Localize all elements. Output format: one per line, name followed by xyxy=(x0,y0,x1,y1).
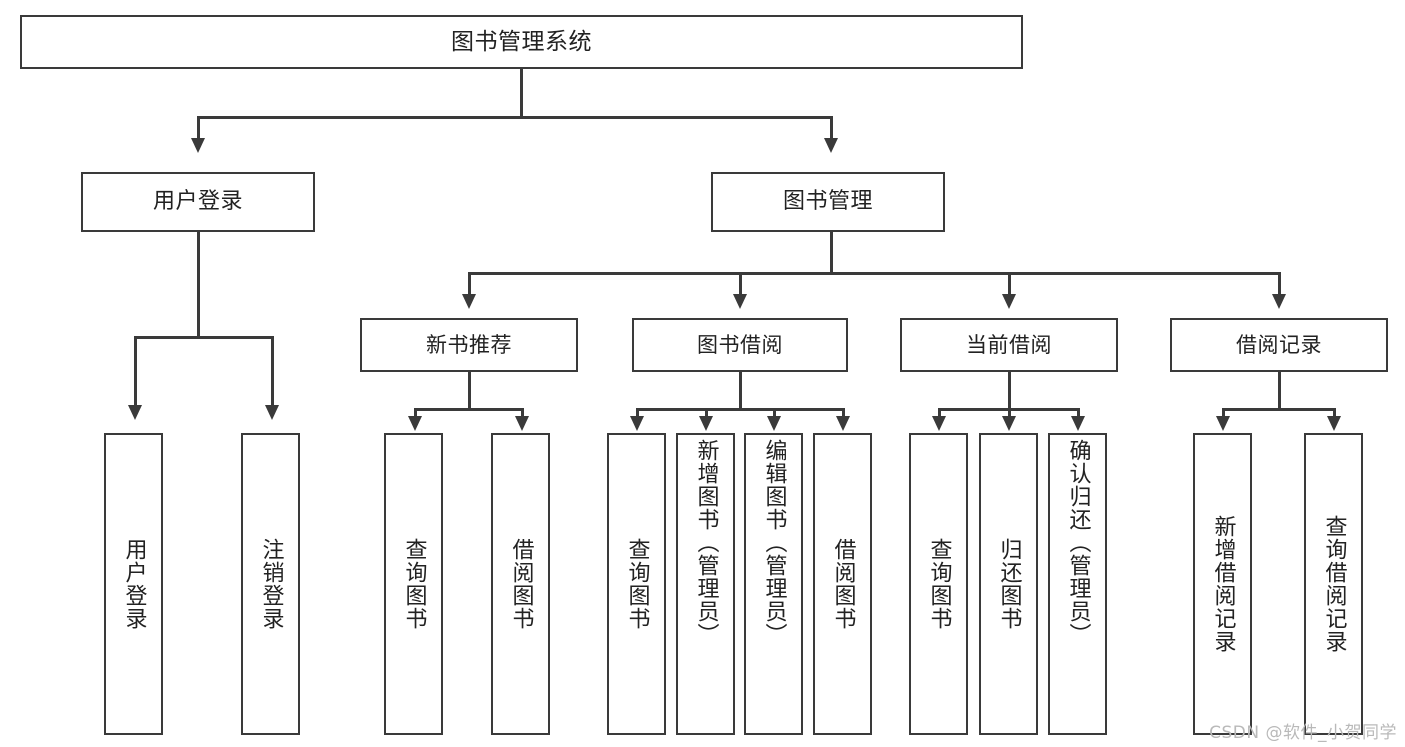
node-label: 查询图书 xyxy=(926,538,952,630)
node-book-manage[interactable]: 图书管理 xyxy=(711,172,945,232)
connector-user-login-to-leaf-2 xyxy=(271,336,274,408)
connector-borrow-record-to-leaf-2 xyxy=(1333,408,1336,420)
node-current-borrow[interactable]: 当前借阅 xyxy=(900,318,1118,372)
connector-current-borrow-to-leaf-3 xyxy=(1077,408,1080,420)
node-leaf-user-logout[interactable]: 注销登录 xyxy=(241,433,300,735)
connector-book-manage-to-cat-2 xyxy=(739,272,742,297)
node-label: 借阅记录 xyxy=(1236,332,1322,357)
node-leaf-borrow-book-2[interactable]: 借阅图书 xyxy=(813,433,872,735)
arrow-new-book-to-leaf-2 xyxy=(515,416,529,431)
node-leaf-confirm-return[interactable]: 确认归还（管理员） xyxy=(1048,433,1107,735)
arrow-current-borrow-to-leaf-2 xyxy=(1002,416,1016,431)
connector-borrow-record-bus xyxy=(1222,408,1336,411)
connector-new-book-to-leaf-2 xyxy=(521,408,524,420)
connector-book-borrow-bus xyxy=(636,408,844,411)
node-leaf-edit-book[interactable]: 编辑图书（管理员） xyxy=(744,433,803,735)
node-label: 借阅图书 xyxy=(508,538,534,630)
connector-book-manage-to-cat-1 xyxy=(468,272,471,297)
node-root-system[interactable]: 图书管理系统 xyxy=(20,15,1023,69)
node-label: 编辑图书（管理员） xyxy=(761,439,787,646)
connector-book-borrow-to-leaf-4 xyxy=(842,408,845,420)
arrow-borrow-record-to-leaf-1 xyxy=(1216,416,1230,431)
connector-book-borrow-to-leaf-2 xyxy=(705,408,708,420)
node-label: 新增借阅记录 xyxy=(1210,515,1236,653)
node-leaf-query-book-2[interactable]: 查询图书 xyxy=(607,433,666,735)
node-label: 图书借阅 xyxy=(697,332,783,357)
arrow-book-borrow-to-leaf-4 xyxy=(836,416,850,431)
connector-borrow-record-stem xyxy=(1278,372,1281,410)
connector-book-manage-to-cat-4 xyxy=(1278,272,1281,297)
node-label: 借阅图书 xyxy=(830,538,856,630)
node-label: 用户登录 xyxy=(152,189,243,215)
node-label: 用户登录 xyxy=(121,538,147,630)
arrow-user-login-to-leaf-2 xyxy=(265,405,279,420)
connector-book-borrow-to-leaf-1 xyxy=(636,408,639,420)
connector-current-borrow-to-leaf-2 xyxy=(1008,408,1011,420)
node-label: 查询图书 xyxy=(624,538,650,630)
connector-new-book-to-leaf-1 xyxy=(414,408,417,420)
node-leaf-add-book[interactable]: 新增图书（管理员） xyxy=(676,433,735,735)
connector-current-borrow-stem xyxy=(1008,372,1011,410)
connector-book-borrow-to-leaf-3 xyxy=(773,408,776,420)
watermark: CSDN @软件_小贺同学 xyxy=(1209,723,1397,743)
node-label: 图书管理 xyxy=(782,189,873,215)
arrow-book-manage-to-cat-4 xyxy=(1272,294,1286,309)
node-leaf-borrow-book-1[interactable]: 借阅图书 xyxy=(491,433,550,735)
connector-root-to-user-login xyxy=(197,116,200,141)
connector-new-book-bus xyxy=(414,408,524,411)
arrow-book-borrow-to-leaf-2 xyxy=(699,416,713,431)
arrow-book-manage-to-cat-2 xyxy=(733,294,747,309)
connector-user-login-stem xyxy=(197,232,200,338)
connector-book-manage-to-cat-3 xyxy=(1008,272,1011,297)
connector-new-book-stem xyxy=(468,372,471,410)
arrow-user-login-to-leaf-1 xyxy=(128,405,142,420)
arrow-book-borrow-to-leaf-3 xyxy=(767,416,781,431)
node-user-login[interactable]: 用户登录 xyxy=(81,172,315,232)
node-label: 查询借阅记录 xyxy=(1321,515,1347,653)
arrow-current-borrow-to-leaf-3 xyxy=(1071,416,1085,431)
arrow-borrow-record-to-leaf-2 xyxy=(1327,416,1341,431)
node-leaf-add-record[interactable]: 新增借阅记录 xyxy=(1193,433,1252,735)
node-label: 新书推荐 xyxy=(426,332,512,357)
node-label: 归还图书 xyxy=(996,538,1022,630)
node-label: 当前借阅 xyxy=(966,332,1052,357)
node-label: 查询图书 xyxy=(401,538,427,630)
connector-root-stem xyxy=(520,69,523,117)
node-leaf-return-book[interactable]: 归还图书 xyxy=(979,433,1038,735)
node-label: 确认归还（管理员） xyxy=(1065,439,1091,646)
node-label: 新增图书（管理员） xyxy=(693,439,719,646)
node-leaf-query-book-3[interactable]: 查询图书 xyxy=(909,433,968,735)
node-label: 图书管理系统 xyxy=(451,28,592,55)
node-book-borrow[interactable]: 图书借阅 xyxy=(632,318,848,372)
arrow-new-book-to-leaf-1 xyxy=(408,416,422,431)
arrow-root-to-book-manage xyxy=(824,138,838,153)
arrow-book-manage-to-cat-1 xyxy=(462,294,476,309)
connector-book-borrow-stem xyxy=(739,372,742,410)
connector-book-manage-stem xyxy=(830,232,833,274)
connector-book-manage-bus xyxy=(468,272,1280,275)
node-leaf-user-login[interactable]: 用户登录 xyxy=(104,433,163,735)
arrow-current-borrow-to-leaf-1 xyxy=(932,416,946,431)
connector-current-borrow-to-leaf-1 xyxy=(938,408,941,420)
node-new-book-recommend[interactable]: 新书推荐 xyxy=(360,318,578,372)
node-borrow-record[interactable]: 借阅记录 xyxy=(1170,318,1388,372)
arrow-book-borrow-to-leaf-1 xyxy=(630,416,644,431)
arrow-root-to-user-login xyxy=(191,138,205,153)
arrow-book-manage-to-cat-3 xyxy=(1002,294,1016,309)
node-leaf-query-book-1[interactable]: 查询图书 xyxy=(384,433,443,735)
node-label: 注销登录 xyxy=(258,538,284,630)
connector-root-to-book-manage xyxy=(830,116,833,141)
connector-user-login-bus xyxy=(134,336,274,339)
connector-borrow-record-to-leaf-1 xyxy=(1222,408,1225,420)
node-leaf-query-record[interactable]: 查询借阅记录 xyxy=(1304,433,1363,735)
connector-user-login-to-leaf-1 xyxy=(134,336,137,408)
connector-root-bus xyxy=(197,116,832,119)
